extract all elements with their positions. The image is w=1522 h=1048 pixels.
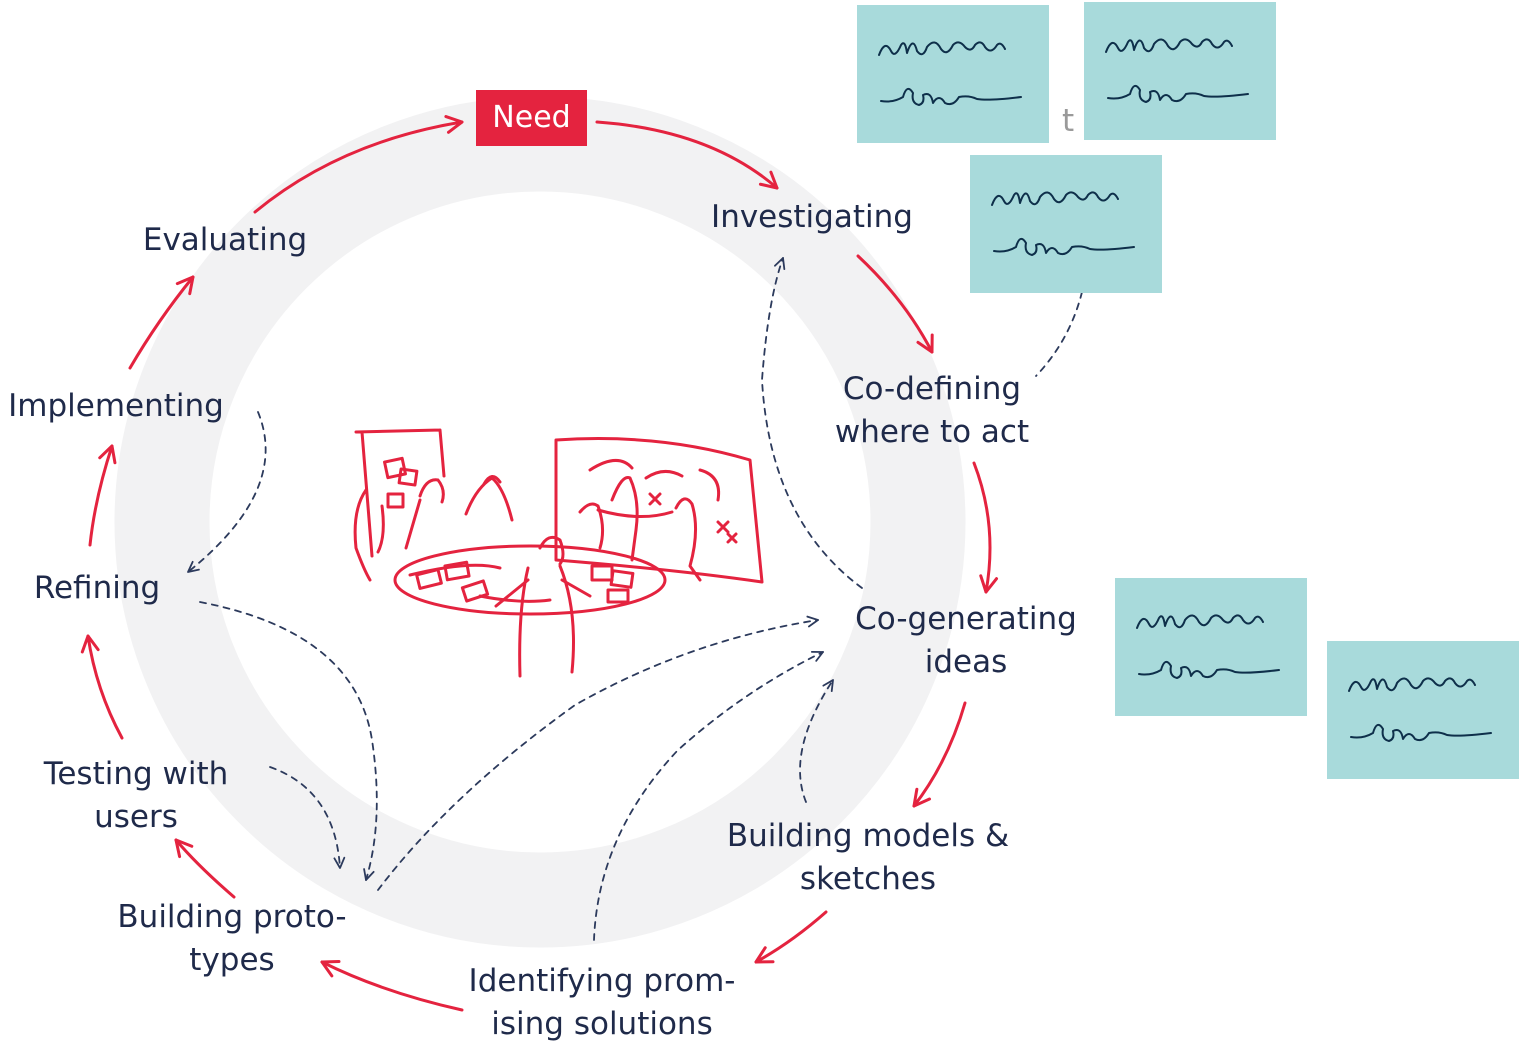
sticky-note (970, 155, 1162, 293)
sticky-note (1084, 2, 1276, 140)
step-building-prototypes: Building proto- types (117, 899, 347, 978)
handwriting-scribble (1136, 614, 1280, 679)
step-building-models: Building models & sketches (726, 818, 1010, 897)
workshop-sketch (353, 428, 764, 678)
handwriting-scribble (991, 191, 1135, 256)
feedback-arrows (187, 257, 1083, 941)
step-refining: Refining (33, 570, 161, 606)
step-co-defining: Co-defining where to act (834, 371, 1030, 450)
sticky-note (1115, 578, 1307, 716)
step-evaluating: Evaluating (142, 222, 308, 258)
handwriting-scribble (878, 41, 1022, 106)
cycle-arrows (80, 115, 999, 1012)
step-co-generating: Co-generating ideas (855, 601, 1077, 680)
step-identifying: Identifying prom- ising solutions (468, 963, 736, 1042)
step-implementing: Implementing (8, 388, 224, 424)
handwriting-scribble (1105, 38, 1249, 103)
handwriting-scribble (1348, 677, 1492, 742)
step-testing: Testing with users (43, 756, 229, 835)
step-investigating: Investigating (711, 199, 913, 235)
sticky-note (1327, 641, 1519, 779)
start-node-need: Need (476, 90, 587, 146)
sticky-note (857, 5, 1049, 143)
